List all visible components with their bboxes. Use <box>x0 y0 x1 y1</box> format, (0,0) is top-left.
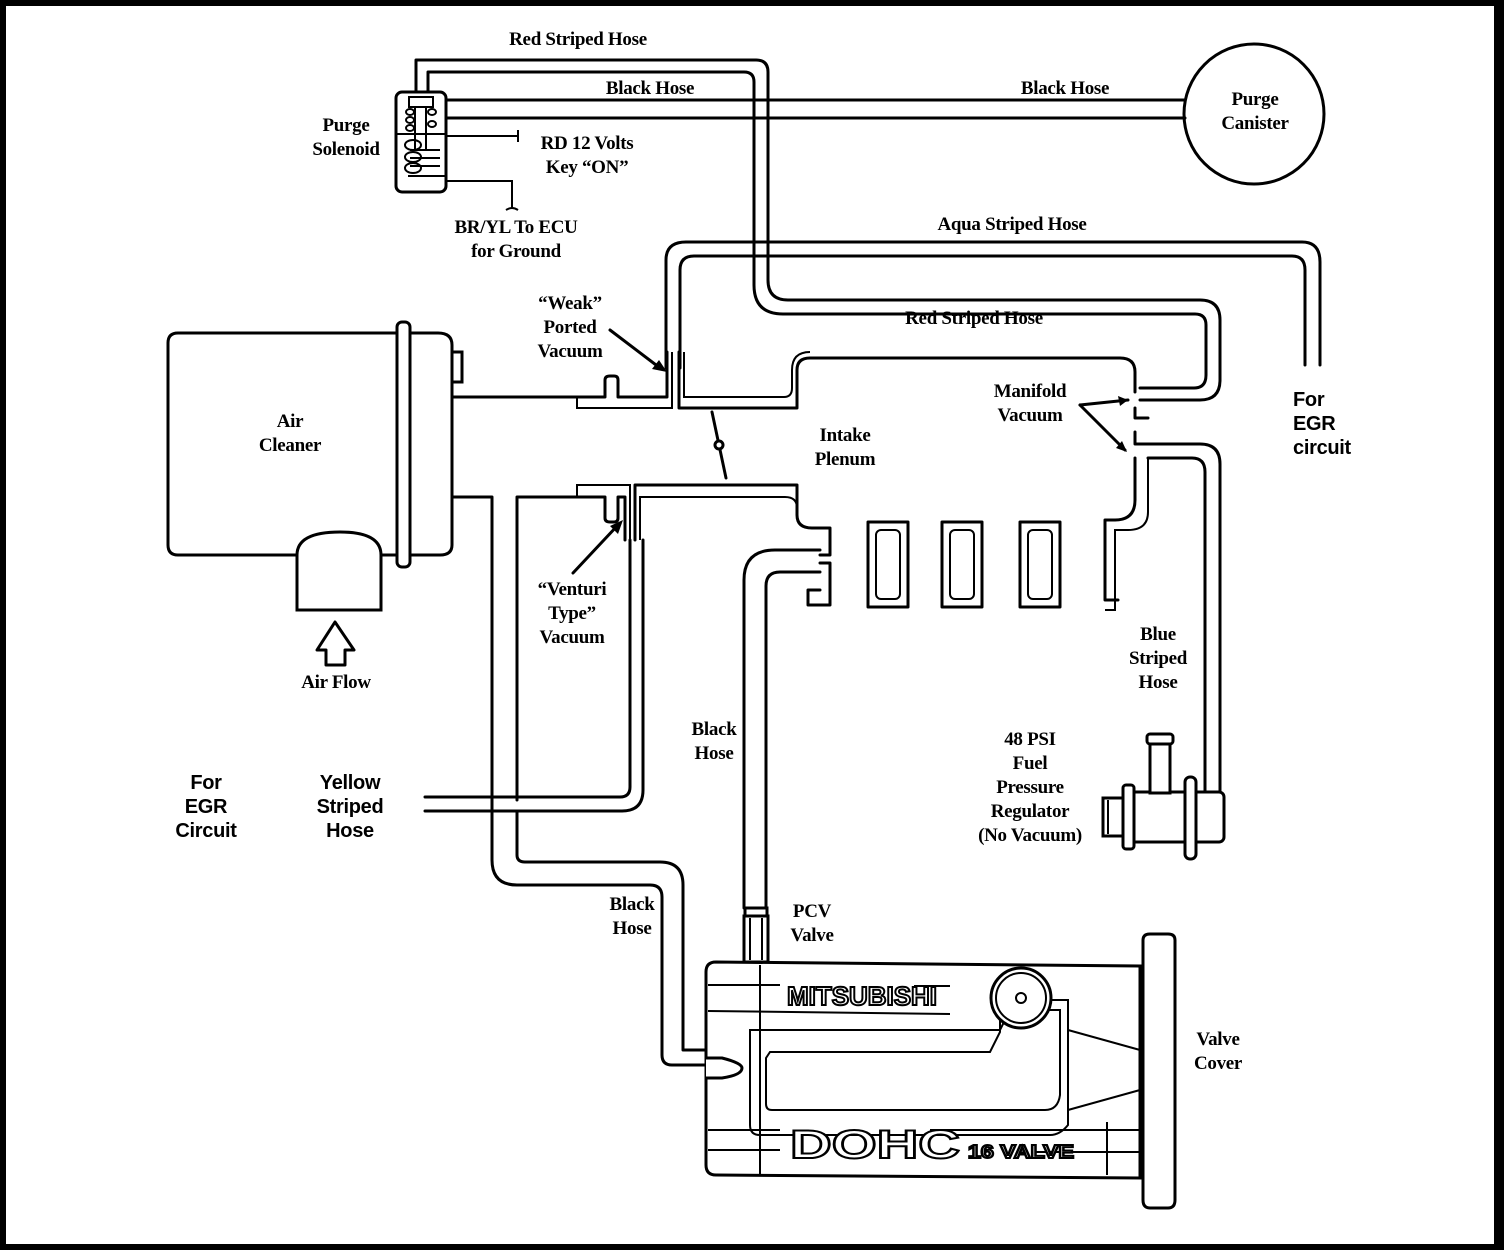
label-for-egr-circuit-right: For EGR circuit <box>1293 389 1351 459</box>
label-aqua-striped-hose: Aqua Striped Hose <box>937 214 1087 235</box>
valve-cover: MITSUBISHI DOHC 16 VALVE <box>704 932 1177 1210</box>
blue-striped-hose <box>1146 442 1222 797</box>
solenoid-coil-icon <box>404 108 446 177</box>
label-black-hose-top: Black Hose <box>605 78 695 99</box>
aqua-striped-hose <box>664 240 1322 370</box>
manifold-vacuum-arrows <box>1078 396 1130 452</box>
label-purge-canister: Purge Canister <box>1221 89 1289 134</box>
label-bryl-to-ecu: BR/YL To ECU for Ground <box>454 217 578 262</box>
purge-canister <box>1182 42 1326 186</box>
label-pcv-valve: PCV Valve <box>790 901 834 946</box>
label-red-striped-hose-top: Red Striped Hose <box>509 29 647 50</box>
label-black-hose-pcv: Black Hose <box>691 719 737 764</box>
label-for-egr-circuit-left: For EGR Circuit <box>175 772 237 842</box>
fuel-pressure-regulator <box>1101 732 1226 861</box>
throttle-body-lower <box>515 483 832 802</box>
yellow-striped-hose <box>423 538 645 813</box>
label-venturi-type-vacuum: “Venturi Type” Vacuum <box>537 579 607 648</box>
label-fuel-pressure-regulator: 48 PSI Fuel Pressure Regulator (No Vacuu… <box>978 729 1082 846</box>
valve-cover-engine: DOHC <box>790 1123 960 1167</box>
valve-cover-brand: MITSUBISHI <box>787 981 937 1011</box>
solenoid-wires <box>446 130 519 211</box>
weak-vacuum-arrow <box>608 328 667 372</box>
label-manifold-vacuum: Manifold Vacuum <box>993 381 1067 426</box>
oil-filler-cap-icon <box>989 966 1053 1030</box>
black-hose-valve-cover <box>450 495 712 1067</box>
throttle-body-upper <box>450 350 1137 410</box>
throttle-plate-icon <box>710 410 728 480</box>
intake-plenum <box>1103 406 1150 611</box>
label-purge-solenoid: Purge Solenoid <box>312 115 380 160</box>
red-striped-hose-top <box>414 58 1222 402</box>
purge-solenoid <box>394 90 448 194</box>
label-black-hose-canister: Black Hose <box>1020 78 1110 99</box>
label-air-flow: Air Flow <box>301 672 371 693</box>
label-weak-ported-vacuum: “Weak” Ported Vacuum <box>537 293 603 362</box>
air-flow-arrow-icon <box>315 620 356 667</box>
label-air-cleaner: Air Cleaner <box>258 411 322 456</box>
black-hose-pcv <box>742 548 822 910</box>
air-cleaner <box>166 320 464 612</box>
pcv-valve <box>742 906 770 964</box>
intake-runners <box>866 520 1062 609</box>
label-black-hose-valve-cover: Black Hose <box>609 894 655 939</box>
label-rd-12-volts: RD 12 Volts Key “ON” <box>540 133 634 178</box>
venturi-vacuum-arrow <box>571 520 623 575</box>
label-red-striped-hose-mid: Red Striped Hose <box>905 308 1043 329</box>
label-valve-cover: Valve Cover <box>1193 1029 1243 1074</box>
label-blue-striped-hose: Blue Striped Hose <box>1128 624 1188 693</box>
black-hose-canister <box>444 98 1187 120</box>
valve-cover-valves: 16 VALVE <box>968 1142 1074 1162</box>
label-intake-plenum: Intake Plenum <box>814 425 876 470</box>
label-yellow-striped-hose: Yellow Striped Hose <box>316 772 384 842</box>
